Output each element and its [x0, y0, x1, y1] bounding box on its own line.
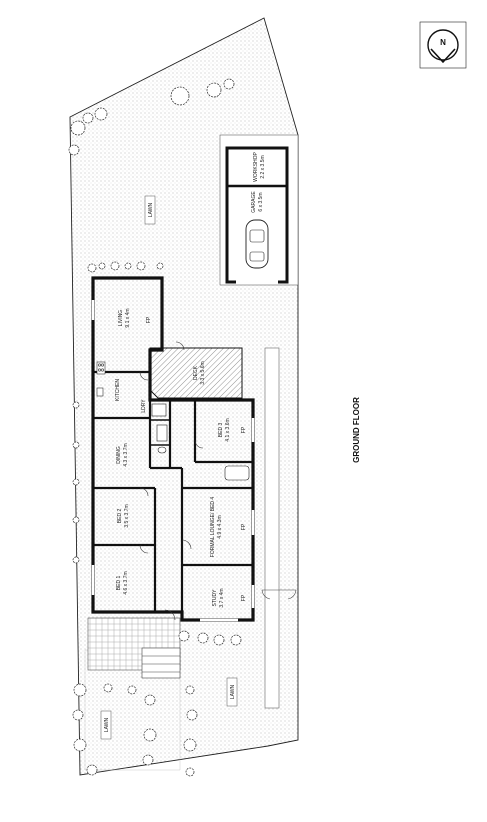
car-symbol: [245, 219, 269, 269]
shrub-icon: [72, 709, 84, 721]
shrub-icon: [185, 685, 195, 695]
room-label-study: STUDY3.7 x 4m: [212, 588, 225, 607]
shrub-icon: [94, 107, 108, 121]
room-label-formal: FORMAL LOUNGE/ BED 44.9 x 4.3m: [210, 497, 223, 558]
shrub-icon: [185, 767, 195, 777]
landscaping: [68, 78, 242, 777]
windows: [91, 300, 255, 622]
shrub-icon: [124, 262, 132, 270]
driveway: [264, 347, 280, 709]
room-label-living: LIVING9.1 x 4m: [118, 308, 131, 327]
north-arrow-icon: [419, 21, 467, 69]
kitchen-fittings: [96, 361, 106, 397]
shrub-icon: [82, 112, 94, 124]
shrub-icon: [73, 683, 87, 697]
room-name-garage: GARAGE: [251, 191, 257, 213]
shrub-icon: [186, 709, 198, 721]
shrub-icon: [72, 441, 80, 449]
shrub-icon: [156, 262, 164, 270]
shrub-icon: [127, 685, 137, 695]
room-dims-workshop: 2.2 x 3.5m: [260, 155, 266, 178]
room-dims-study: 3.7 x 4m: [219, 588, 225, 607]
shrub-icon: [98, 262, 106, 270]
room-dims-garage: 6 x 3.5m: [258, 192, 264, 211]
room-label-dining: DINING4.3 x 3.7m: [116, 443, 129, 466]
lawn-label: LAWN: [104, 717, 110, 732]
shrub-icon: [143, 728, 157, 742]
shrub-icon: [183, 738, 197, 752]
room-name-study: STUDY: [212, 589, 218, 607]
room-name-kitchen: KITCHEN: [115, 379, 121, 401]
lawn-label: LAWN: [148, 202, 154, 217]
shrub-icon: [72, 478, 80, 486]
shrub-icon: [230, 634, 242, 646]
page-title: GROUND FLOOR: [352, 397, 361, 463]
shrub-icon: [103, 683, 113, 693]
shrub-icon: [170, 86, 190, 106]
shrub-icon: [110, 261, 120, 271]
shrub-icon: [223, 78, 235, 90]
room-name-deck: DECK: [193, 365, 199, 380]
bathroom-fixtures: [151, 403, 250, 481]
room-label-deck: DECK3.3 x 5.6m: [193, 361, 206, 384]
room-label-bed1: BED 14.6 x 3.7m: [116, 571, 129, 594]
room-dims-living: 9.1 x 4m: [125, 308, 131, 327]
shrub-icon: [70, 120, 86, 136]
room-label-workshop: WORKSHOP2.2 x 3.5m: [253, 151, 266, 181]
shrub-icon: [206, 82, 222, 98]
lawn-label-box: [100, 710, 112, 740]
shrub-icon: [136, 261, 146, 271]
shrub-icon: [73, 738, 87, 752]
room-dims-formal: 4.9 x 4.3m: [217, 515, 223, 538]
small-label-fireplace: FP: [241, 523, 247, 530]
room-label-kitchen: KITCHEN: [115, 379, 121, 401]
house-walls: [91, 276, 255, 622]
shrub-icon: [197, 632, 209, 644]
room-label-bed2: BED 23.5 x 3.7m: [117, 504, 130, 527]
front-steps: [141, 647, 181, 679]
shrub-icon: [178, 630, 190, 642]
room-dims-bed3: 4.1 x 3.6m: [225, 418, 231, 441]
room-dims-bed1: 4.6 x 3.7m: [123, 571, 129, 594]
lawn-label-box: [144, 195, 156, 225]
small-label-fireplace: FP: [241, 594, 247, 601]
room-dims-dining: 4.3 x 3.7m: [123, 443, 129, 466]
room-name-workshop: WORKSHOP: [253, 151, 259, 181]
shrub-icon: [72, 401, 80, 409]
room-dims-deck: 3.3 x 5.6m: [200, 361, 206, 384]
small-label-fireplace: FP: [241, 426, 247, 433]
shrub-icon: [72, 516, 80, 524]
shrub-icon: [68, 144, 80, 156]
shrub-icon: [213, 634, 225, 646]
small-label-fireplace: FP: [146, 316, 152, 323]
room-name-bed1: BED 1: [116, 576, 122, 591]
room-name-dining: DINING: [116, 446, 122, 464]
room-name-bed2: BED 2: [117, 509, 123, 524]
lawn-label-box: [226, 677, 238, 707]
room-name-living: LIVING: [118, 310, 124, 327]
shrub-icon: [72, 556, 80, 564]
shrub-icon: [144, 694, 156, 706]
room-name-bed3: BED 3: [218, 423, 224, 438]
room-label-bed3: BED 34.1 x 3.6m: [218, 418, 231, 441]
north-label: N: [440, 38, 446, 47]
small-label-laundry: LDRY: [141, 399, 147, 413]
room-dims-bed2: 3.5 x 3.7m: [124, 504, 130, 527]
room-label-garage: GARAGE6 x 3.5m: [251, 191, 264, 213]
lawn-label: LAWN: [230, 684, 236, 699]
shrub-icon: [86, 764, 98, 776]
shrub-icon: [87, 263, 97, 273]
room-name-formal: FORMAL LOUNGE/ BED 4: [210, 497, 216, 558]
shrub-icon: [142, 754, 154, 766]
door-swings: [139, 341, 204, 621]
